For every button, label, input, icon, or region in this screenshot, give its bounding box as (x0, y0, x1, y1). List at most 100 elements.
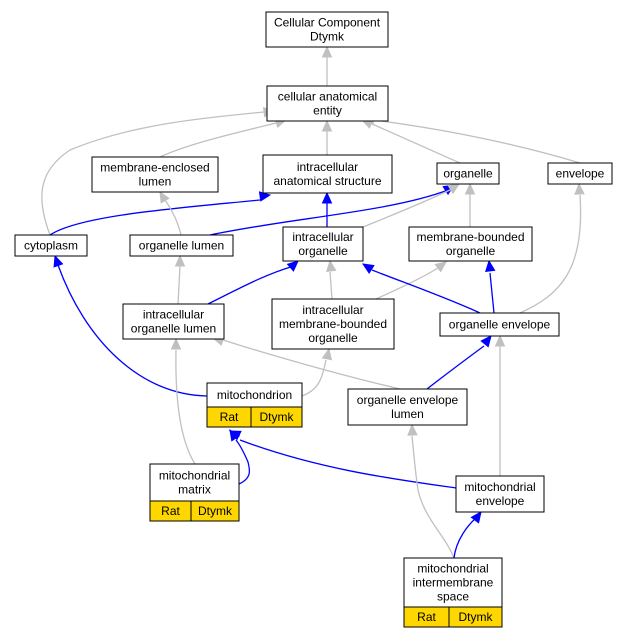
edge-imbo-to-iorg (326, 259, 337, 300)
arrowhead-icon (434, 261, 447, 273)
arrowhead-icon (321, 45, 333, 58)
node-label: intracellular (292, 230, 353, 244)
node-label: intracellular (302, 303, 363, 317)
node-label: organelle lumen (131, 322, 216, 336)
node-box (129, 234, 234, 257)
node-label: organelle (443, 167, 493, 181)
edge-line (373, 119, 581, 164)
node-box (266, 85, 389, 122)
node-olumen[interactable]: organelle lumen (129, 234, 234, 257)
node-label: envelope (476, 494, 525, 508)
edge-line (57, 264, 208, 397)
edge-oenv-to-mbo (485, 259, 496, 314)
node-box (439, 312, 560, 337)
node-label: anatomical structure (273, 174, 381, 188)
edge-cae-to-root (321, 45, 333, 86)
edge-line (371, 269, 481, 314)
edge-iorg-to-organelle (362, 183, 461, 228)
node-label: organelle (298, 244, 348, 258)
node-label: mitochondrial (159, 469, 230, 483)
edge-line (489, 272, 495, 314)
node-cytoplasm[interactable]: cytoplasm (14, 234, 88, 257)
edge-line (41, 111, 265, 236)
edge-imbo-to-mbo (375, 261, 447, 300)
node-box (91, 156, 219, 193)
edge-line (177, 265, 181, 305)
species-badge-label: Rat (161, 504, 180, 518)
node-organelle[interactable]: organelle (436, 162, 500, 185)
node-box (347, 388, 468, 426)
node-box (14, 234, 88, 257)
node-box (149, 463, 240, 502)
edge-ias-to-cae (321, 119, 333, 155)
arrowhead-icon (470, 511, 482, 524)
node-box (455, 475, 545, 513)
arrowhead-icon (407, 423, 418, 436)
edge-line (164, 199, 182, 236)
node-label: organelle envelope (357, 393, 459, 407)
gene-badge-label: Dtymk (260, 410, 295, 424)
node-label: Dtymk (310, 30, 345, 44)
node-oenv[interactable]: organelle envelope (439, 312, 560, 337)
node-label: membrane-enclosed (100, 161, 209, 175)
species-badge-label: Rat (220, 410, 239, 424)
edge-iol-to-olumen (174, 254, 186, 305)
node-label: organelle (308, 331, 358, 345)
edge-line (426, 345, 485, 390)
node-box (262, 154, 393, 194)
node-label: matrix (178, 483, 211, 497)
node-box (265, 11, 389, 48)
arrowhead-icon (321, 347, 333, 361)
node-box (206, 382, 303, 408)
edge-oenv-to-iorg (361, 263, 481, 314)
edge-line (239, 439, 457, 489)
node-label: intermembrane (413, 576, 494, 590)
gene-badge (190, 500, 240, 522)
edges-layer (41, 45, 585, 559)
node-box (122, 303, 225, 340)
arrowhead-icon (170, 337, 182, 350)
edge-mel-to-cae (159, 117, 288, 158)
edge-mims-to-oel (407, 423, 455, 559)
arrowhead-icon (464, 182, 476, 195)
node-label: Cellular Component (274, 16, 381, 30)
edge-iorg-to-ias (321, 191, 333, 227)
edge-mims-to-menv (453, 511, 482, 559)
arrowhead-icon (174, 254, 186, 267)
arrowhead-icon (326, 259, 337, 273)
node-box (271, 298, 395, 350)
edge-line (235, 439, 251, 485)
gene-badge (250, 406, 303, 428)
arrowhead-icon (494, 334, 506, 347)
node-label: mitochondrion (217, 388, 292, 402)
edge-menv-to-oenv (494, 334, 506, 476)
edge-line (159, 122, 277, 158)
edge-line (411, 435, 455, 559)
arrowhead-icon (286, 260, 299, 272)
edge-line (49, 199, 261, 236)
node-label: intracellular (143, 308, 204, 322)
node-envelope[interactable]: envelope (547, 162, 613, 185)
arrowhead-icon (159, 190, 170, 204)
edge-menv-to-mito (228, 430, 457, 489)
edge-mito-to-cytoplasm (53, 254, 208, 397)
node-label: lumen (139, 175, 172, 189)
node-label: mitochondrial (464, 480, 535, 494)
node-label: organelle lumen (139, 239, 224, 253)
node-label: intracellular (297, 160, 358, 174)
